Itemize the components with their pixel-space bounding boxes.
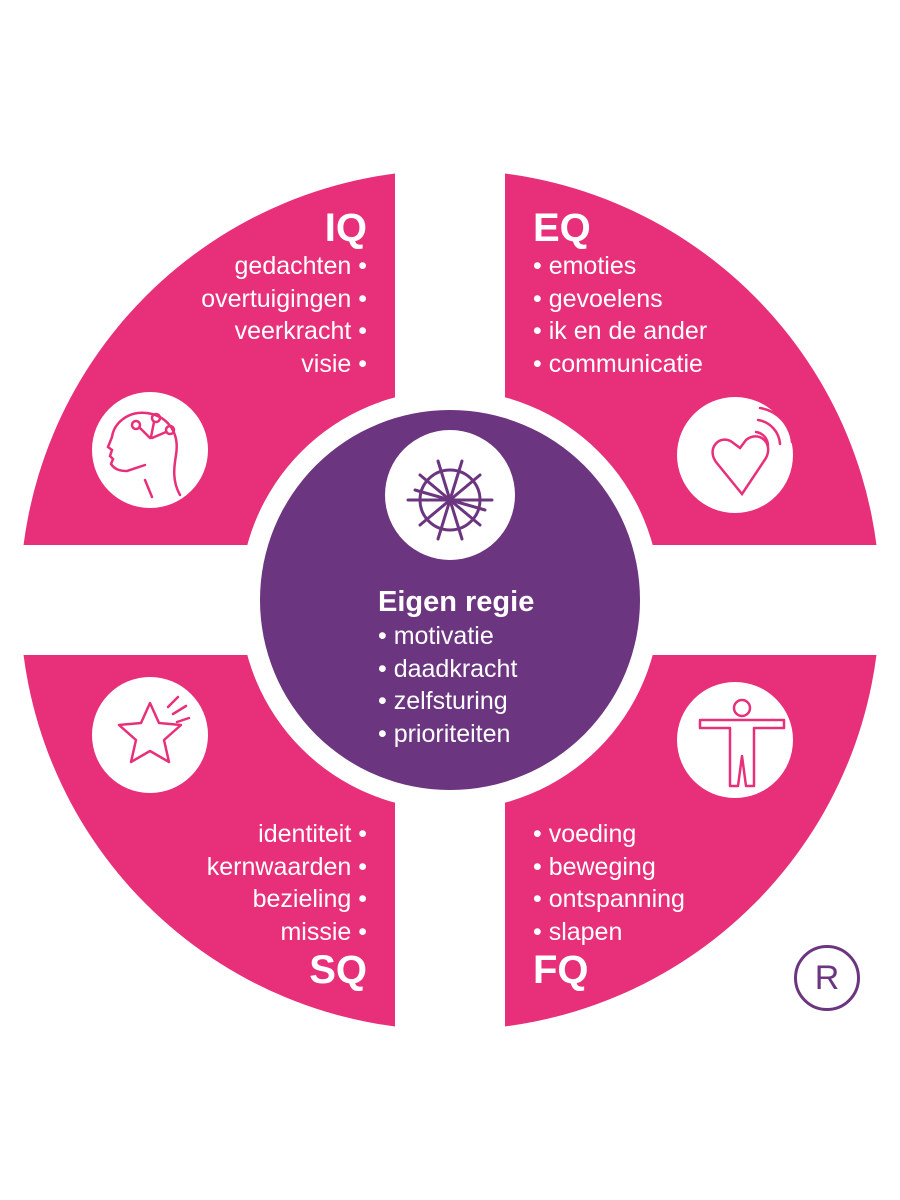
fq-item: • ontspanning	[533, 885, 685, 913]
human-body-icon	[677, 682, 793, 798]
center-item: • zelfsturing	[378, 687, 508, 715]
registered-mark: R	[794, 945, 860, 1011]
center-title: Eigen regie	[378, 586, 535, 618]
center-item: • motivatie	[378, 622, 494, 650]
eq-item: • ik en de ander	[533, 317, 708, 345]
iq-item: veerkracht •	[234, 317, 367, 345]
fq-item: • beweging	[533, 852, 656, 881]
iq-quadrant	[20, 170, 395, 545]
center-circle	[260, 410, 640, 790]
center-item: • prioriteiten	[378, 719, 511, 748]
shining-star-icon	[92, 677, 208, 793]
fq-item: • voeding	[533, 820, 637, 848]
sq-title: SQ	[309, 948, 367, 992]
iq-item: overtuigingen •	[201, 284, 367, 313]
fq-title: FQ	[533, 948, 589, 992]
iq-item: visie •	[301, 349, 367, 378]
sq-block: identiteit • kernwaarden • bezieling • m…	[207, 818, 367, 992]
eq-title: EQ	[533, 206, 591, 250]
ship-wheel-icon	[385, 430, 515, 560]
heart-waves-icon	[677, 397, 794, 513]
sq-item: identiteit •	[258, 820, 367, 848]
iq-item: gedachten •	[234, 252, 367, 280]
eq-item: • gevoelens	[533, 284, 663, 313]
eq-block: EQ • emoties • gevoelens • ik en de ande…	[533, 206, 707, 380]
fq-item: • slapen	[533, 917, 623, 946]
eq-item: • communicatie	[533, 349, 703, 378]
fq-block: • voeding • beweging • ontspanning • sla…	[533, 818, 685, 992]
iq-block: IQ gedachten • overtuigingen • veerkrach…	[201, 206, 367, 380]
sq-item: missie •	[280, 917, 367, 946]
sq-item: kernwaarden •	[206, 852, 367, 881]
sq-item: bezieling •	[252, 885, 367, 913]
iq-title: IQ	[324, 206, 367, 250]
center-item: • daadkracht	[378, 654, 518, 683]
eq-item: • emoties	[533, 252, 637, 280]
center-block: Eigen regie • motivatie • daadkracht • z…	[378, 584, 534, 750]
head-brain-icon	[92, 392, 208, 508]
